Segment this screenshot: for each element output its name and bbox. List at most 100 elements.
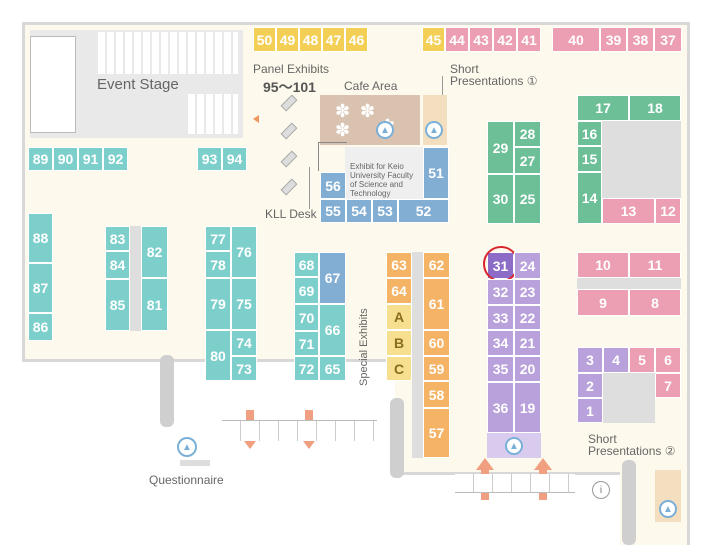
short-presentations-2-label: Short: [588, 432, 617, 446]
booth-25[interactable]: 25: [514, 174, 541, 224]
booth-19[interactable]: 19: [514, 382, 541, 433]
booth-87[interactable]: 87: [28, 263, 53, 313]
booth-73[interactable]: 73: [231, 356, 257, 381]
booth-9[interactable]: 9: [577, 289, 629, 316]
booth-89[interactable]: 89: [28, 147, 53, 171]
booth-62[interactable]: 62: [423, 252, 450, 278]
booth-42[interactable]: 42: [493, 27, 517, 52]
booth-54[interactable]: 54: [346, 199, 372, 223]
booth-94[interactable]: 94: [222, 147, 247, 171]
booth-37[interactable]: 37: [654, 27, 682, 52]
booth-15[interactable]: 15: [577, 146, 602, 172]
booth-46[interactable]: 46: [345, 27, 368, 52]
booth-3[interactable]: 3: [577, 347, 603, 373]
booth-80[interactable]: 80: [205, 330, 231, 381]
booth-38[interactable]: 38: [627, 27, 654, 52]
booth-27[interactable]: 27: [514, 147, 541, 174]
booth-18[interactable]: 18: [629, 95, 681, 121]
booth-b[interactable]: B: [386, 330, 412, 356]
booth-69[interactable]: 69: [294, 277, 319, 304]
booth-32[interactable]: 32: [487, 279, 514, 305]
booth-10[interactable]: 10: [577, 252, 629, 278]
booth-c[interactable]: C: [386, 356, 412, 381]
cafe-area: [320, 95, 420, 145]
panel-exhibits-label: Panel Exhibits: [253, 62, 330, 76]
booth-52[interactable]: 52: [398, 199, 449, 223]
booth-23[interactable]: 23: [514, 279, 541, 305]
booth-55[interactable]: 55: [320, 199, 346, 223]
booth-56[interactable]: 56: [320, 172, 346, 199]
booth-1[interactable]: 1: [577, 398, 603, 423]
booth-57[interactable]: 57: [423, 408, 450, 458]
booth-49[interactable]: 49: [276, 27, 299, 52]
booth-86[interactable]: 86: [28, 313, 53, 341]
booth-93[interactable]: 93: [197, 147, 222, 171]
booth-76[interactable]: 76: [231, 226, 257, 278]
booth-39[interactable]: 39: [600, 27, 627, 52]
booth-44[interactable]: 44: [445, 27, 469, 52]
booth-50[interactable]: 50: [253, 27, 276, 52]
booth-22[interactable]: 22: [514, 305, 541, 330]
booth-11[interactable]: 11: [629, 252, 681, 278]
booth-36[interactable]: 36: [487, 382, 514, 433]
questionnaire-icon[interactable]: ▲: [177, 437, 197, 457]
booth-28[interactable]: 28: [514, 121, 541, 147]
booth-47[interactable]: 47: [322, 27, 345, 52]
booth-35[interactable]: 35: [487, 356, 514, 382]
booth-34[interactable]: 34: [487, 330, 514, 356]
booth-5[interactable]: 5: [629, 347, 655, 373]
booth-33[interactable]: 33: [487, 305, 514, 330]
booth-61[interactable]: 61: [423, 278, 450, 330]
booth-68[interactable]: 68: [294, 252, 319, 277]
booth-43[interactable]: 43: [469, 27, 493, 52]
booth-20[interactable]: 20: [514, 356, 541, 382]
booth-91[interactable]: 91: [78, 147, 103, 171]
booth-81[interactable]: 81: [141, 278, 168, 331]
booth-a[interactable]: A: [386, 304, 412, 330]
booth-71[interactable]: 71: [294, 331, 319, 356]
booth-90[interactable]: 90: [53, 147, 78, 171]
booth-7[interactable]: 7: [655, 373, 681, 398]
booth-78[interactable]: 78: [205, 251, 231, 278]
booth-72[interactable]: 72: [294, 356, 319, 381]
booth-85[interactable]: 85: [105, 279, 130, 331]
booth-2[interactable]: 2: [577, 373, 603, 398]
booth-65[interactable]: 65: [319, 356, 346, 381]
booth-59[interactable]: 59: [423, 356, 450, 381]
booth-24[interactable]: 24: [514, 252, 541, 279]
booth-63[interactable]: 63: [386, 252, 412, 278]
booth-12[interactable]: 12: [655, 198, 681, 224]
booth-84[interactable]: 84: [105, 251, 130, 279]
booth-58[interactable]: 58: [423, 381, 450, 408]
booth-29[interactable]: 29: [487, 121, 514, 174]
booth-74[interactable]: 74: [231, 330, 257, 356]
booth-30[interactable]: 30: [487, 174, 514, 224]
booth-53[interactable]: 53: [372, 199, 398, 223]
booth-4[interactable]: 4: [603, 347, 629, 373]
booth-77[interactable]: 77: [205, 226, 231, 251]
booth-21[interactable]: 21: [514, 330, 541, 356]
booth-17[interactable]: 17: [577, 95, 629, 121]
booth-13[interactable]: 13: [602, 198, 655, 224]
booth-88[interactable]: 88: [28, 213, 53, 263]
booth-82[interactable]: 82: [141, 226, 168, 278]
booth-6[interactable]: 6: [655, 347, 681, 373]
booth-60[interactable]: 60: [423, 330, 450, 356]
booth-16[interactable]: 16: [577, 121, 602, 146]
booth-48[interactable]: 48: [299, 27, 322, 52]
booth-79[interactable]: 79: [205, 278, 231, 330]
booth-83[interactable]: 83: [105, 226, 130, 251]
booth-75[interactable]: 75: [231, 278, 257, 330]
booth-40[interactable]: 40: [552, 27, 600, 52]
booth-67[interactable]: 67: [319, 252, 346, 304]
booth-70[interactable]: 70: [294, 304, 319, 331]
booth-14[interactable]: 14: [577, 172, 602, 224]
booth-51[interactable]: 51: [423, 147, 449, 199]
booth-8[interactable]: 8: [629, 289, 681, 316]
short-presentations-1-label-b: Presentations ①: [450, 74, 538, 88]
booth-92[interactable]: 92: [103, 147, 128, 171]
booth-45[interactable]: 45: [422, 27, 445, 52]
booth-66[interactable]: 66: [319, 304, 346, 356]
booth-64[interactable]: 64: [386, 278, 412, 304]
booth-41[interactable]: 41: [517, 27, 541, 52]
